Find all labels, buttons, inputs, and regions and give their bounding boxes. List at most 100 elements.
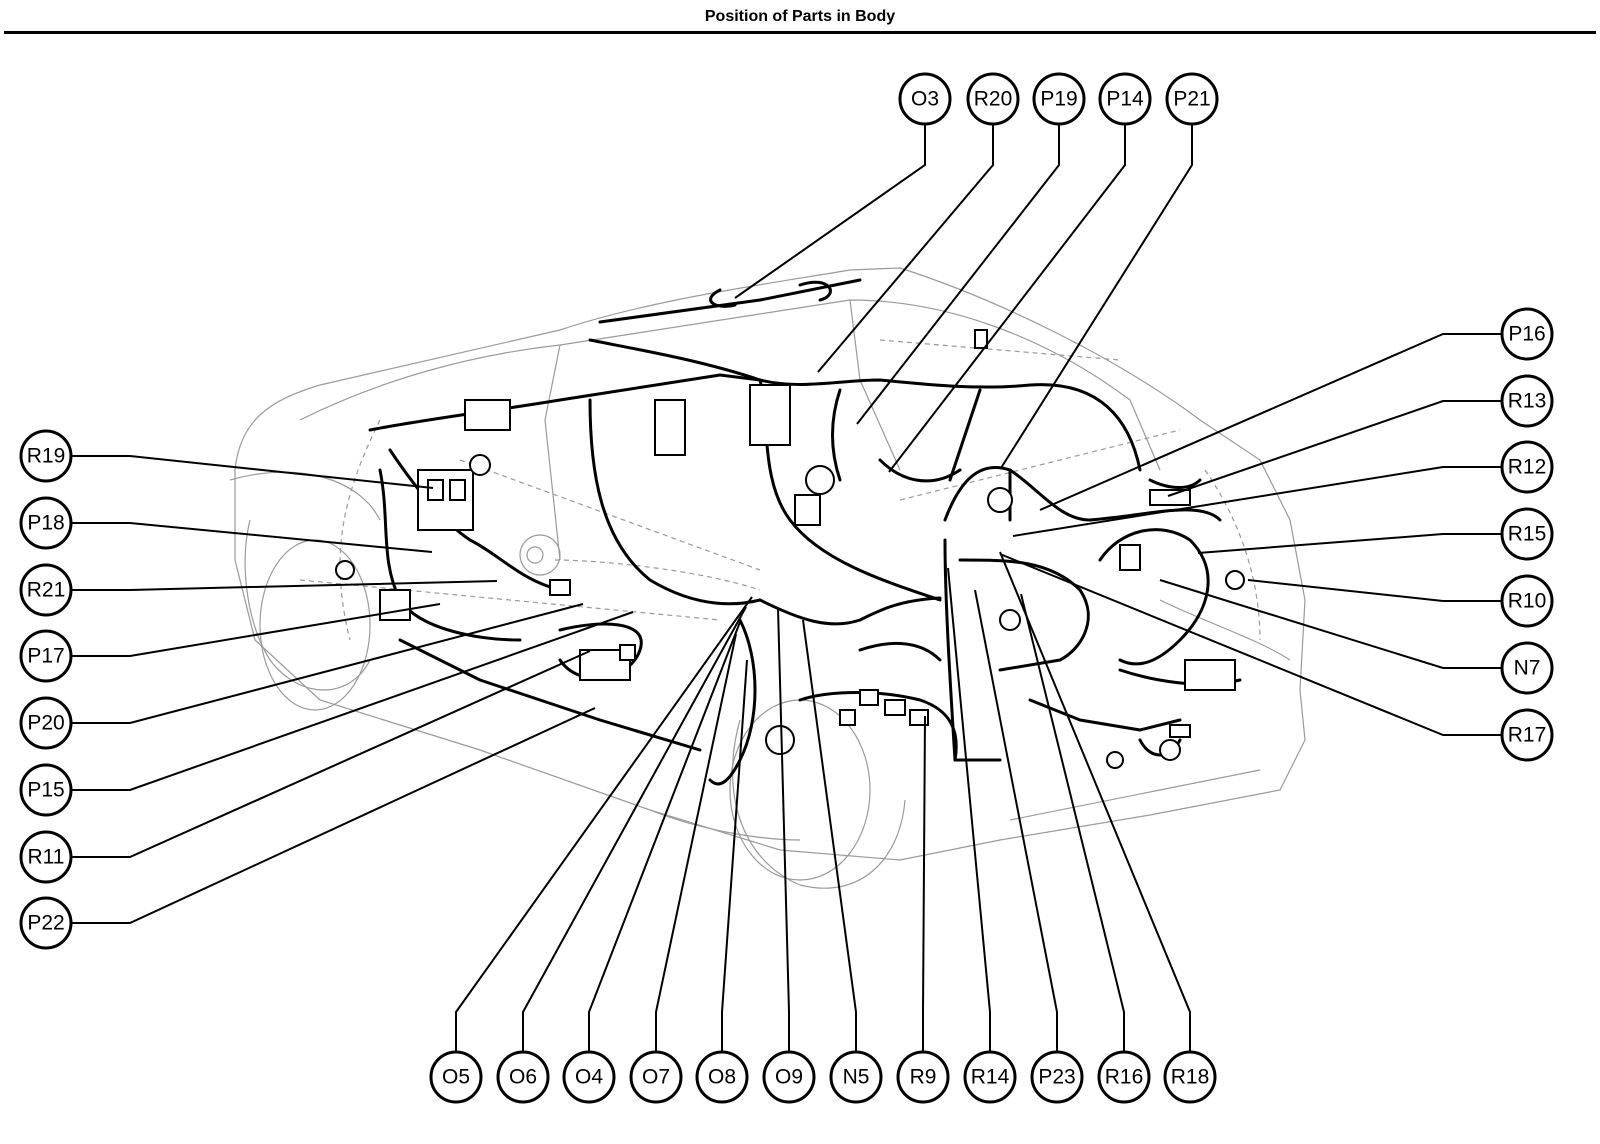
callout-o6: O6 <box>496 1050 550 1104</box>
leader-line-o5 <box>455 596 753 1052</box>
callout-r9: R9 <box>896 1050 950 1104</box>
leader-line-r19 <box>71 455 434 489</box>
callout-label: R20 <box>974 88 1013 111</box>
callout-circle <box>1500 708 1554 762</box>
leader-line-r9 <box>922 715 926 1052</box>
callout-p20: P20 <box>19 696 73 750</box>
callout-o5: O5 <box>429 1050 483 1104</box>
leader-line-o9 <box>777 607 790 1052</box>
callout-o4: O4 <box>562 1050 616 1104</box>
callout-label: R12 <box>1508 456 1547 479</box>
callout-label: R19 <box>27 445 66 468</box>
leader-line-p17 <box>71 603 441 657</box>
leader-line-p18 <box>71 522 433 553</box>
callout-label: O4 <box>575 1066 603 1089</box>
callout-circle <box>1500 440 1554 494</box>
callout-o7: O7 <box>629 1050 683 1104</box>
callout-label: P20 <box>27 712 64 735</box>
callout-label: R15 <box>1508 523 1547 546</box>
callout-r21: R21 <box>19 563 73 617</box>
leader-line-p14 <box>888 124 1126 473</box>
leader-line-p19 <box>856 124 1060 425</box>
callout-r16: R16 <box>1097 1050 1151 1104</box>
callout-label: P14 <box>1106 88 1144 111</box>
callout-circle <box>19 696 73 750</box>
leader-line-r13 <box>1167 400 1502 497</box>
callout-label: R10 <box>1508 590 1547 613</box>
leader-line-o3 <box>734 124 926 299</box>
callout-circle <box>19 629 73 683</box>
leader-line-n7 <box>1159 579 1502 669</box>
callout-label: O5 <box>442 1066 470 1089</box>
callout-label: P18 <box>27 512 64 535</box>
callout-circle <box>695 1050 749 1104</box>
callout-p21: P21 <box>1165 72 1219 126</box>
callout-circle <box>1163 1050 1217 1104</box>
callout-label: P19 <box>1040 88 1077 111</box>
leader-line-p16 <box>1039 333 1502 511</box>
leader-line-r20 <box>817 124 994 373</box>
page-title: Position of Parts in Body <box>704 8 896 25</box>
leader-line-r11 <box>71 650 591 858</box>
callout-r15: R15 <box>1500 507 1554 561</box>
callout-label: N7 <box>1514 657 1541 680</box>
callout-label: R14 <box>971 1066 1010 1089</box>
callout-circle <box>966 72 1020 126</box>
leader-line-r14 <box>947 567 991 1052</box>
callout-circle <box>1500 307 1554 361</box>
callout-circle <box>896 1050 950 1104</box>
callout-circle <box>1500 574 1554 628</box>
callout-circle <box>19 496 73 550</box>
callout-circle <box>762 1050 816 1104</box>
callout-label: P21 <box>1173 88 1210 111</box>
callout-r11: R11 <box>19 830 73 884</box>
leader-line-p20 <box>71 603 584 724</box>
callout-label: R13 <box>1508 390 1547 413</box>
leader-lines <box>71 124 1502 1052</box>
callout-circle <box>963 1050 1017 1104</box>
leader-line-o6 <box>522 606 747 1052</box>
callout-circle <box>829 1050 883 1104</box>
callout-circle <box>1500 507 1554 561</box>
leader-line-r16 <box>1020 593 1125 1052</box>
callout-r14: R14 <box>963 1050 1017 1104</box>
callout-circle <box>1500 641 1554 695</box>
callout-p19: P19 <box>1032 72 1086 126</box>
callout-n5: N5 <box>829 1050 883 1104</box>
callout-circle <box>1098 72 1152 126</box>
callout-r12: R12 <box>1500 440 1554 494</box>
callout-circle <box>496 1050 550 1104</box>
leader-line-p22 <box>71 707 596 924</box>
leader-line-r12 <box>1012 466 1502 537</box>
callout-r20: R20 <box>966 72 1020 126</box>
connector-blocks <box>335 329 1245 769</box>
callout-o3: O3 <box>898 72 952 126</box>
callout-label: O3 <box>911 88 939 111</box>
callout-label: O6 <box>509 1066 537 1089</box>
callout-label: R16 <box>1105 1066 1144 1089</box>
callout-circle <box>562 1050 616 1104</box>
leader-line-p15 <box>71 611 634 791</box>
callout-label: P17 <box>27 645 64 668</box>
callout-label: O8 <box>708 1066 736 1089</box>
callout-label: P22 <box>27 912 64 935</box>
callout-circle <box>1165 72 1219 126</box>
callout-label: R21 <box>27 579 66 602</box>
callout-r13: R13 <box>1500 374 1554 428</box>
leader-line-r10 <box>1247 579 1502 602</box>
leader-line-o7 <box>655 633 737 1052</box>
callout-circle <box>19 830 73 884</box>
callout-label: N5 <box>843 1066 870 1089</box>
callout-p14: P14 <box>1098 72 1152 126</box>
callout-n7: N7 <box>1500 641 1554 695</box>
callout-p18: P18 <box>19 496 73 550</box>
callout-o9: O9 <box>762 1050 816 1104</box>
callout-circle <box>429 1050 483 1104</box>
leader-line-p21 <box>1000 124 1193 469</box>
leader-line-r15 <box>1197 533 1502 554</box>
callout-label: P23 <box>1038 1066 1075 1089</box>
callout-circle <box>1032 72 1086 126</box>
leader-line-p23 <box>974 589 1058 1052</box>
leader-line-r17 <box>999 553 1502 736</box>
